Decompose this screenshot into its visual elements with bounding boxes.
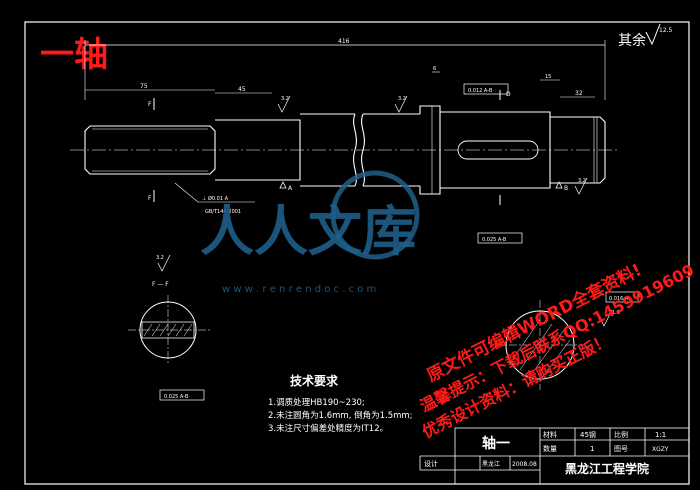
title-block: [419, 427, 690, 485]
datum-b: B: [564, 185, 568, 192]
tolerance-frame-3: 0.016 A: [605, 291, 639, 303]
date-value: 2008.08: [512, 461, 537, 468]
watermark-url: w w w . r e n r e n d o c . c o m: [222, 284, 376, 295]
section-ff-view: [128, 295, 210, 365]
overlay-title: 一轴: [40, 35, 108, 75]
tolerance-frame-4: 0.012 A-B: [463, 83, 509, 95]
section-markers: [153, 90, 501, 205]
drawing-border: [24, 21, 690, 485]
datum-a: A: [288, 185, 293, 192]
watermark-brand: 人人文库: [200, 200, 416, 263]
roughness-symbol-icon: [645, 23, 661, 46]
material-label: 材料: [543, 430, 557, 439]
surface-finish-label: 其余: [618, 32, 646, 49]
roughness-4: 3.2: [156, 255, 164, 261]
scale-value: 1:1: [655, 431, 666, 439]
designer-value: 黑龙江: [482, 460, 500, 468]
roughness-5: 1.6: [612, 310, 620, 316]
tech-req-line-3: 3.未注尺寸偏差处精度为IT12。: [268, 423, 388, 434]
leader-note-1: ⊥ Ø0.01 A: [202, 195, 229, 202]
section-ff-title: F — F: [152, 281, 169, 288]
tolerance-frame-1: 0.025 A-B: [477, 232, 523, 244]
leader-note-2: GB/T144-2001: [205, 209, 241, 215]
tolerance-frame-2: 0.025 A-B: [159, 389, 205, 401]
red-line-2: 温馨提示：下载后联系QQ:1459919609: [416, 261, 697, 417]
section-f-bottom: F: [148, 195, 152, 202]
svg-text:0.025 A-B: 0.025 A-B: [164, 394, 189, 400]
dim-45: 45: [238, 86, 246, 93]
tech-req-line-2: 2.未注圆角为1.6mm, 倒角为1.5mm;: [268, 410, 413, 421]
dim-75: 75: [140, 83, 148, 90]
qty-value: 1: [590, 445, 594, 453]
overall-length: 416: [338, 38, 350, 45]
school-name: 黑龙江工程学院: [565, 461, 649, 476]
datum-triangle-icon: [279, 181, 563, 189]
roughness-2: 3.2: [398, 96, 406, 102]
leader-line: [174, 182, 255, 203]
scale-label: 比例: [614, 430, 628, 439]
shaft-main-view: [84, 105, 606, 195]
designer-label: 设计: [424, 459, 438, 468]
section-f-top: F: [148, 101, 152, 108]
watermark-logo-icon: [330, 170, 420, 260]
roughness-3: 3.2: [578, 178, 586, 184]
section-d-view: [495, 300, 585, 390]
roughness-1: 3.2: [281, 96, 289, 102]
tech-req-title: 技术要求: [290, 373, 339, 388]
surface-finish-value: 12.5: [659, 27, 673, 34]
qty-label: 数量: [543, 444, 557, 453]
drawing-no-label: 图号: [614, 445, 628, 453]
part-name: 轴一: [482, 435, 510, 452]
svg-text:0.025 A-B: 0.025 A-B: [482, 237, 507, 243]
material-value: 45钢: [580, 430, 596, 439]
drawing-no-value: XGZY: [652, 446, 669, 453]
dim-6: 6: [433, 66, 436, 72]
tech-req-line-1: 1.调质处理HB190~230;: [268, 397, 365, 408]
roughness-marks: [157, 95, 613, 327]
dim-32: 32: [575, 90, 583, 97]
red-overlay-text: 原文件可编辑WORD全套资料! 温馨提示：下载后联系QQ:1459919609 …: [416, 259, 697, 441]
dim-15: 15: [545, 74, 551, 80]
section-d-label: D: [506, 91, 511, 98]
svg-text:0.012 A-B: 0.012 A-B: [468, 88, 493, 94]
svg-text:0.016 A: 0.016 A: [609, 296, 629, 302]
